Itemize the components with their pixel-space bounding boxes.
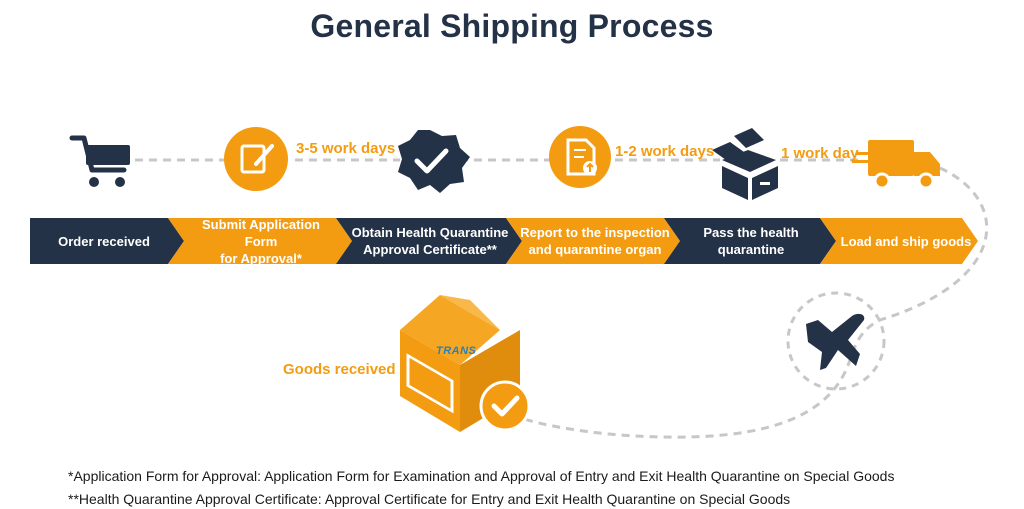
step-label-obtain-certificate: Obtain Health Quarantine Approval Certif… [351,225,509,257]
step-chevron-1 [30,218,184,264]
open-box-icon [712,128,778,200]
step-label-pass-quarantine: Pass the health quarantine [703,225,799,257]
dashed-route-curve [499,166,989,439]
step-label-submit-form: Submit Application Form for Approval* [202,216,320,266]
goods-received-label: Goods received [283,361,396,378]
duration-1-day: 1 work day [781,145,859,162]
plane-dashed-circle [786,291,886,391]
delivery-truck-icon [852,140,940,190]
footnote-approval-certificate: **Health Quarantine Approval Certificate… [68,491,791,507]
step-label-report-inspection: Report to the inspection and quarantine … [520,225,670,257]
edit-form-icon [224,127,288,191]
step-chevron-3 [336,218,522,264]
footnote-application-form: *Application Form for Approval: Applicat… [68,468,895,484]
package-check-icon [400,295,531,432]
process-banner [30,218,978,264]
checkmark-badge-icon [398,130,470,193]
trans-logo: TRANS [436,345,477,357]
step-label-order-received: Order received [58,233,150,249]
step-chevron-4 [506,218,680,264]
step-label-load-ship: Load and ship goods [840,233,972,249]
duration-1-2-days: 1-2 work days [615,143,715,160]
airplane-icon [806,313,865,370]
page-title: General Shipping Process [310,8,714,44]
duration-3-5-days: 3-5 work days [296,140,396,157]
shopping-cart-icon [69,135,130,187]
step-chevron-2 [168,218,352,264]
step-chevron-5 [664,218,836,264]
document-upload-icon [549,126,611,188]
step-chevron-6 [820,218,978,264]
